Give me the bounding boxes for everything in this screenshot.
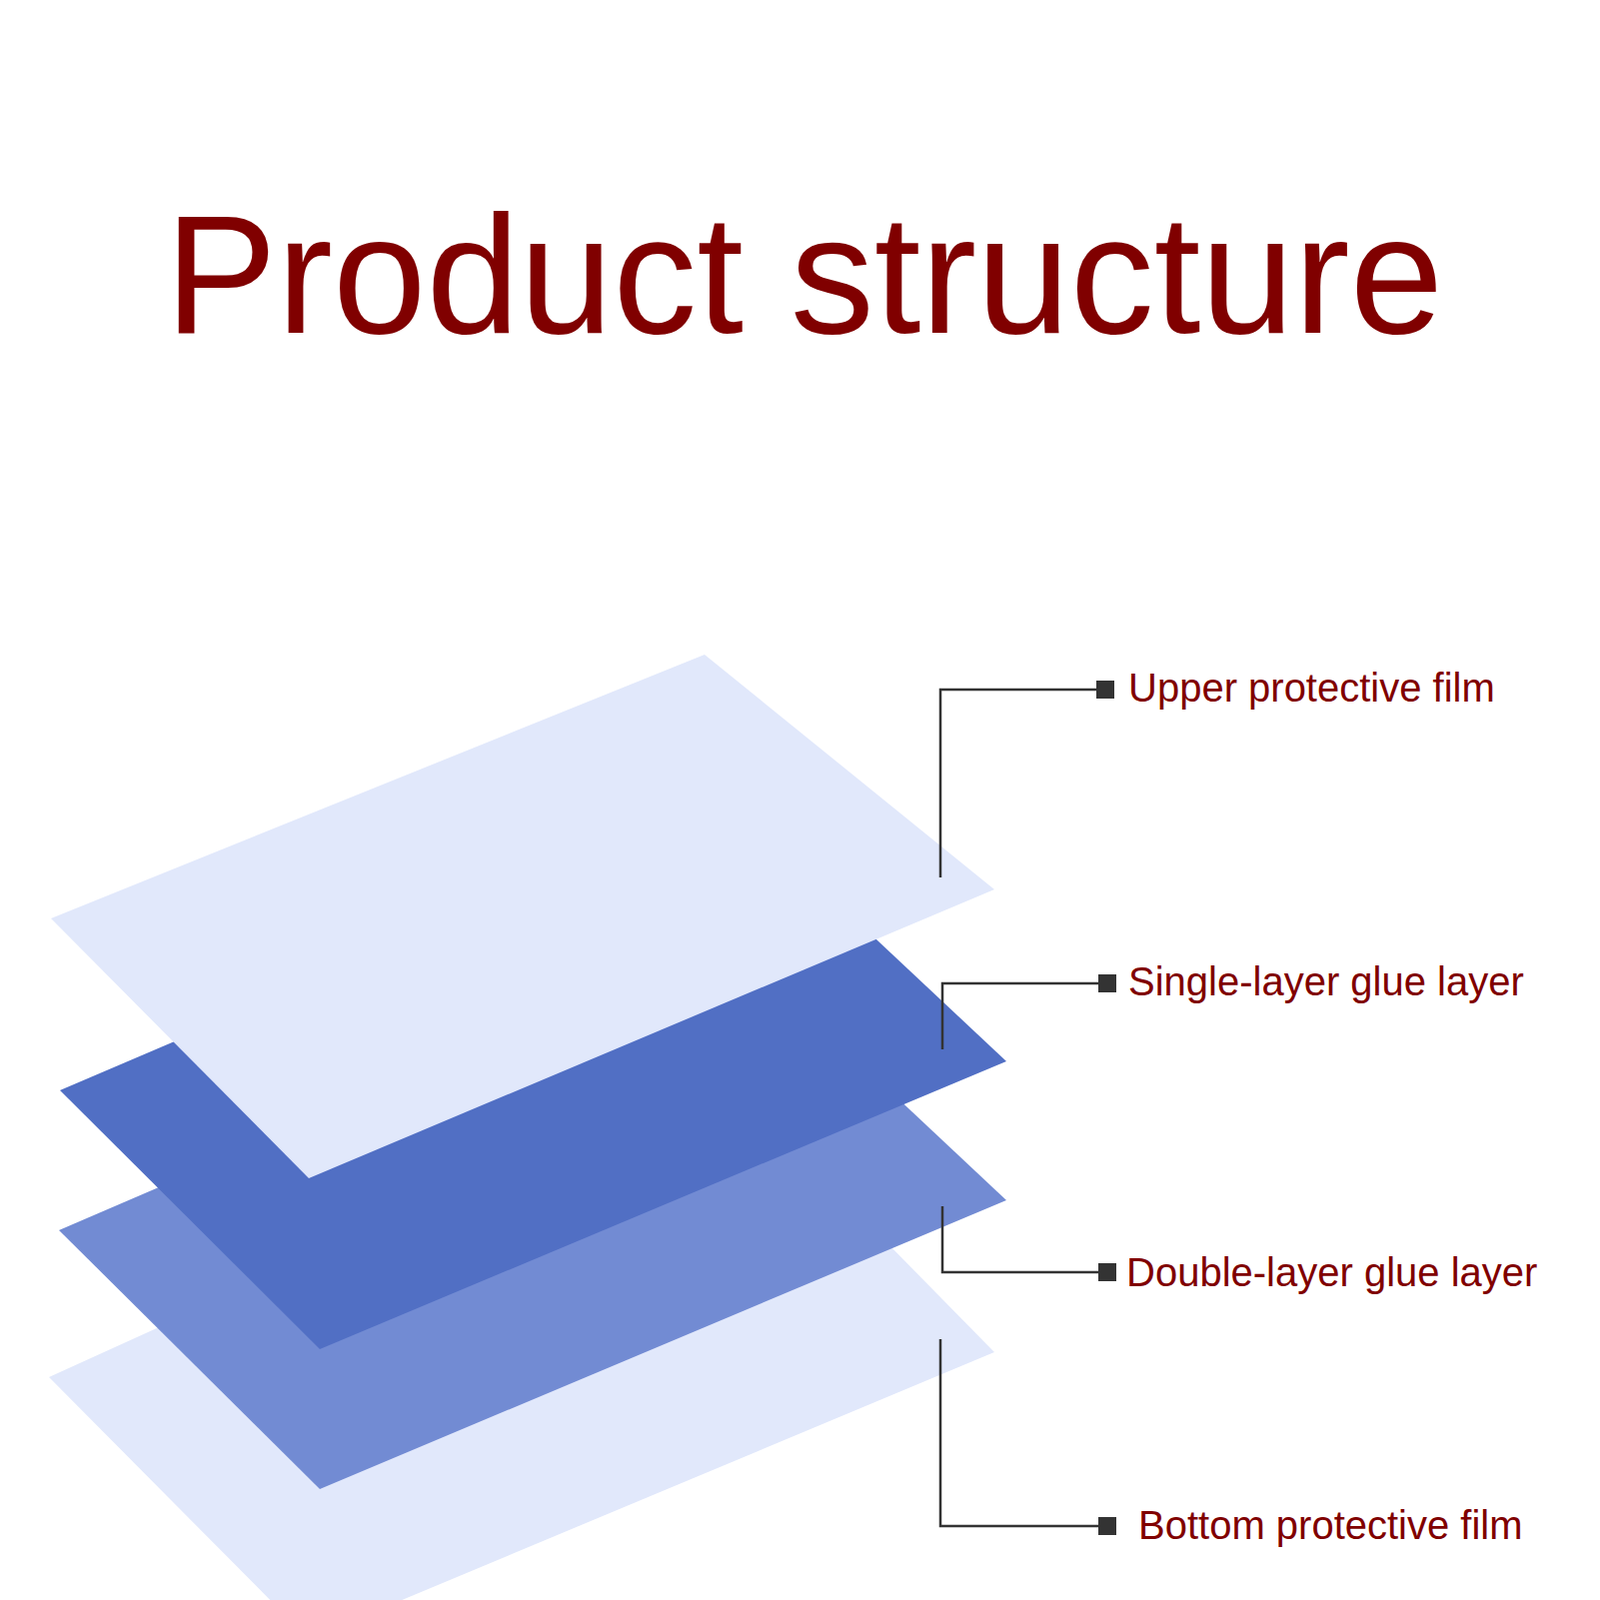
leader-line [940,1339,1100,1527]
leader-marker [1098,1263,1117,1282]
upper-film-sheet [50,654,995,1179]
layer-label: Bottom protective film [1138,1501,1524,1550]
leader-marker [1098,1517,1117,1536]
leader-line [940,689,1098,878]
title: Product structure [164,190,1444,359]
layer-label: Upper protective film [1128,663,1496,712]
leader-line [942,1206,1100,1273]
layer-label: Double-layer glue layer [1126,1248,1538,1297]
leader-marker [1096,680,1115,699]
leader-marker [1098,974,1117,993]
leader-line [942,983,1100,1050]
layer-label: Single-layer glue layer [1128,957,1525,1006]
